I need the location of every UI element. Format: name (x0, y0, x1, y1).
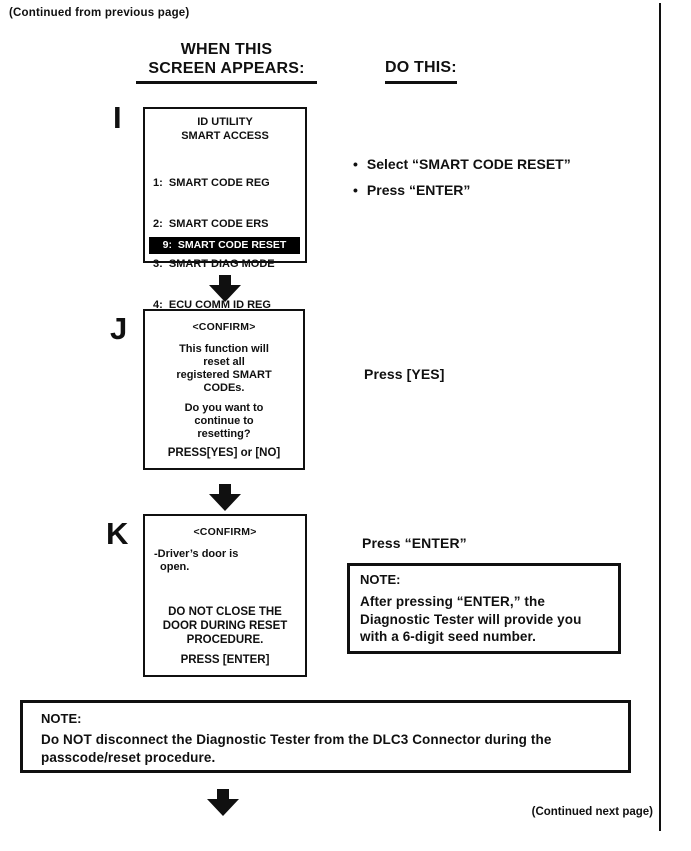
screen-j-footer: PRESS[YES] or [NO] (167, 447, 281, 459)
menu-item-2: 2: SMART CODE ERS (153, 217, 269, 230)
note-text: Do NOT disconnect the Diagnostic Tester … (41, 732, 552, 765)
step-label-i: I (113, 100, 122, 135)
note-title: NOTE: (41, 711, 82, 726)
screen-i-highlighted-menu-item: 9: SMART CODE RESET (149, 237, 300, 254)
continued-next-label: (Continued next page) (531, 806, 653, 818)
step-label-k: K (106, 516, 129, 551)
column-header-do-this: DO THIS: (385, 59, 457, 84)
screen-j-header: <CONFIRM> (192, 321, 256, 333)
instruction-text: Press “ENTER” (366, 182, 471, 198)
screen-k-footer: PRESS [ENTER] (180, 654, 270, 666)
column-header-when-this-screen-appears: WHEN THIS SCREEN APPEARS: (136, 41, 317, 84)
bullet-icon: • (353, 156, 358, 172)
down-arrow-icon (207, 789, 239, 816)
step-j-instruction: Press [YES] (364, 366, 445, 382)
down-arrow-icon (209, 484, 241, 511)
continued-from-label: (Continued from previous page) (9, 7, 190, 19)
step-label-j: J (110, 311, 128, 346)
header-line-1: WHEN THIS (180, 41, 273, 58)
note-title: NOTE: (360, 572, 401, 587)
step-k-instruction: Press “ENTER” (362, 535, 467, 551)
bullet-icon: • (353, 182, 358, 198)
menu-item-3: 3: SMART DIAG MODE (153, 258, 275, 270)
header-line-2: SCREEN APPEARS: (148, 59, 305, 77)
page-right-border (659, 3, 661, 831)
menu-item-1: 1: SMART CODE REG (153, 177, 270, 189)
down-arrow-icon (209, 275, 241, 302)
instruction-text: Select “SMART CODE RESET” (366, 156, 571, 172)
screen-k-header: <CONFIRM> (193, 526, 257, 538)
menu-item-4: 4: ECU COMM ID REG (153, 298, 271, 311)
screen-i-menu: 1: SMART CODE REG 2: SMART CODE ERS 3: S… (145, 150, 305, 339)
instruction-item: • Press “ENTER” (353, 182, 571, 198)
step-i-instructions: • Select “SMART CODE RESET” • Press “ENT… (353, 156, 571, 198)
instruction-item: • Select “SMART CODE RESET” (353, 156, 571, 172)
bottom-note-box: NOTE: Do NOT disconnect the Diagnostic T… (20, 700, 631, 773)
